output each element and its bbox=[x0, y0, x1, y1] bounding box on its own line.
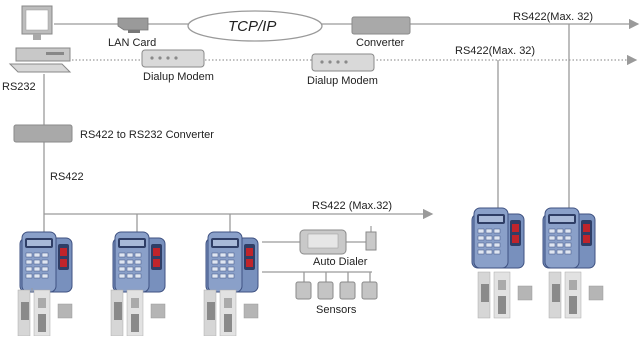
terminal-1 bbox=[19, 231, 73, 293]
doorset-3 bbox=[203, 289, 259, 337]
terminal-5 bbox=[542, 207, 596, 269]
auto-dialer-device bbox=[299, 226, 377, 255]
label-converter: Converter bbox=[356, 37, 405, 49]
doorset-2 bbox=[110, 289, 166, 337]
label-dialup-modem-right: Dialup Modem bbox=[307, 75, 378, 87]
label-rs422-to-rs232: RS422 to RS232 Converter bbox=[80, 129, 214, 141]
lan-card-device bbox=[117, 17, 149, 33]
label-rs422-second: RS422(Max. 32) bbox=[455, 45, 535, 57]
label-auto-dialer: Auto Dialer bbox=[313, 256, 368, 268]
label-tcpip: TCP/IP bbox=[228, 18, 276, 35]
terminal-2 bbox=[112, 231, 166, 293]
label-dialup-modem-left: Dialup Modem bbox=[143, 71, 214, 83]
dialup-modem-left bbox=[141, 49, 205, 68]
tcpip-cloud bbox=[187, 10, 323, 42]
doorset-4 bbox=[477, 271, 533, 319]
terminal-4 bbox=[471, 207, 525, 269]
sensor-group bbox=[295, 281, 378, 300]
converter-box bbox=[351, 16, 411, 35]
label-rs422-bus: RS422 (Max.32) bbox=[312, 200, 392, 212]
label-sensors: Sensors bbox=[316, 304, 357, 316]
label-rs232: RS232 bbox=[2, 81, 36, 93]
doorset-5 bbox=[548, 271, 604, 319]
pc-computer bbox=[8, 5, 72, 73]
label-lan-card: LAN Card bbox=[108, 37, 156, 49]
doorset-1 bbox=[17, 289, 73, 337]
label-rs422-top: RS422(Max. 32) bbox=[513, 11, 593, 23]
dialup-modem-right bbox=[311, 53, 375, 72]
rs422-rs232-converter bbox=[13, 124, 73, 143]
terminal-3 bbox=[205, 231, 259, 293]
label-rs422-vertical: RS422 bbox=[50, 171, 84, 183]
